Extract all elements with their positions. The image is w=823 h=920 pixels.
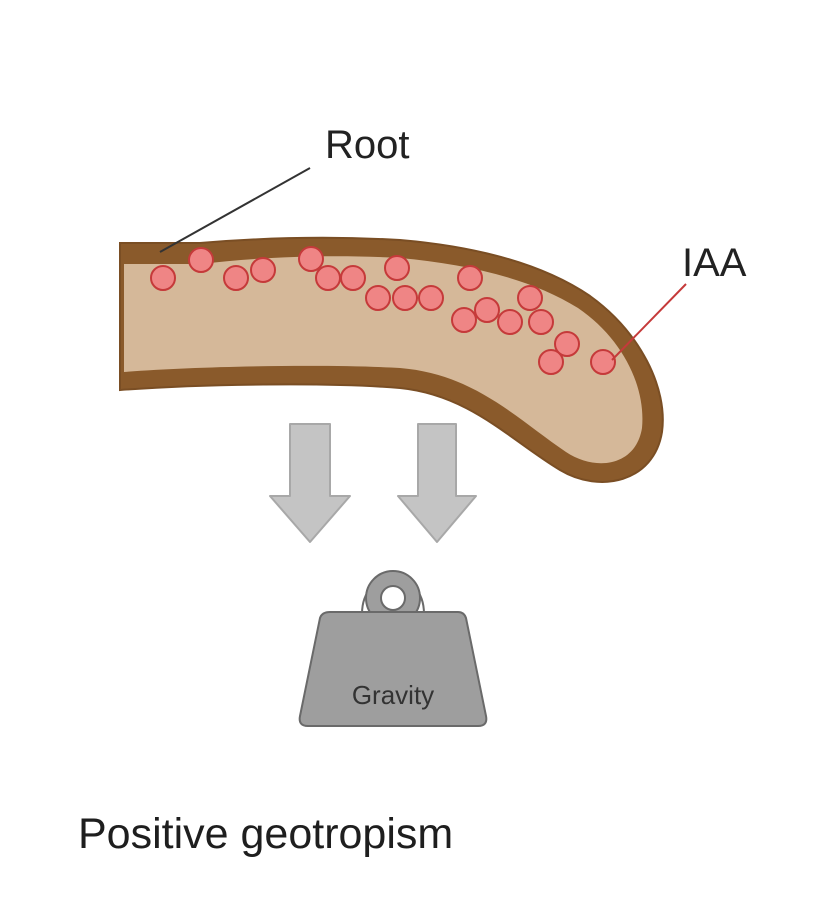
weight-handle-hole [380,585,406,611]
iaa-particle [340,265,366,291]
iaa-particle [538,349,564,375]
weight-icon: Gravity [298,570,488,727]
iaa-label: IAA [682,241,747,285]
iaa-particle [451,307,477,333]
diagram-caption: Positive geotropism [78,810,454,858]
weight-label: Gravity [352,680,434,710]
iaa-particle [150,265,176,291]
iaa-particle [497,309,523,335]
iaa-particle [188,247,214,273]
iaa-particle [528,309,554,335]
weight-body [298,611,488,727]
iaa-particle [418,285,444,311]
iaa-particle [223,265,249,291]
down-arrow-icon [397,423,477,543]
iaa-particle [315,265,341,291]
iaa-particles [150,246,616,375]
iaa-particle [365,285,391,311]
iaa-particle [298,246,324,272]
iaa-particle [250,257,276,283]
root-cortex [124,256,643,464]
iaa-particle [457,265,483,291]
iaa-particle [590,349,616,375]
iaa-particle [554,331,580,357]
root-label: Root [325,123,410,167]
iaa-leader-line [611,283,687,361]
gravity-arrows [269,423,477,543]
iaa-particle [517,285,543,311]
iaa-particle [392,285,418,311]
iaa-particle [474,297,500,323]
down-arrow-icon [269,423,351,543]
iaa-particle [384,255,410,281]
root-leader-line [159,167,311,253]
